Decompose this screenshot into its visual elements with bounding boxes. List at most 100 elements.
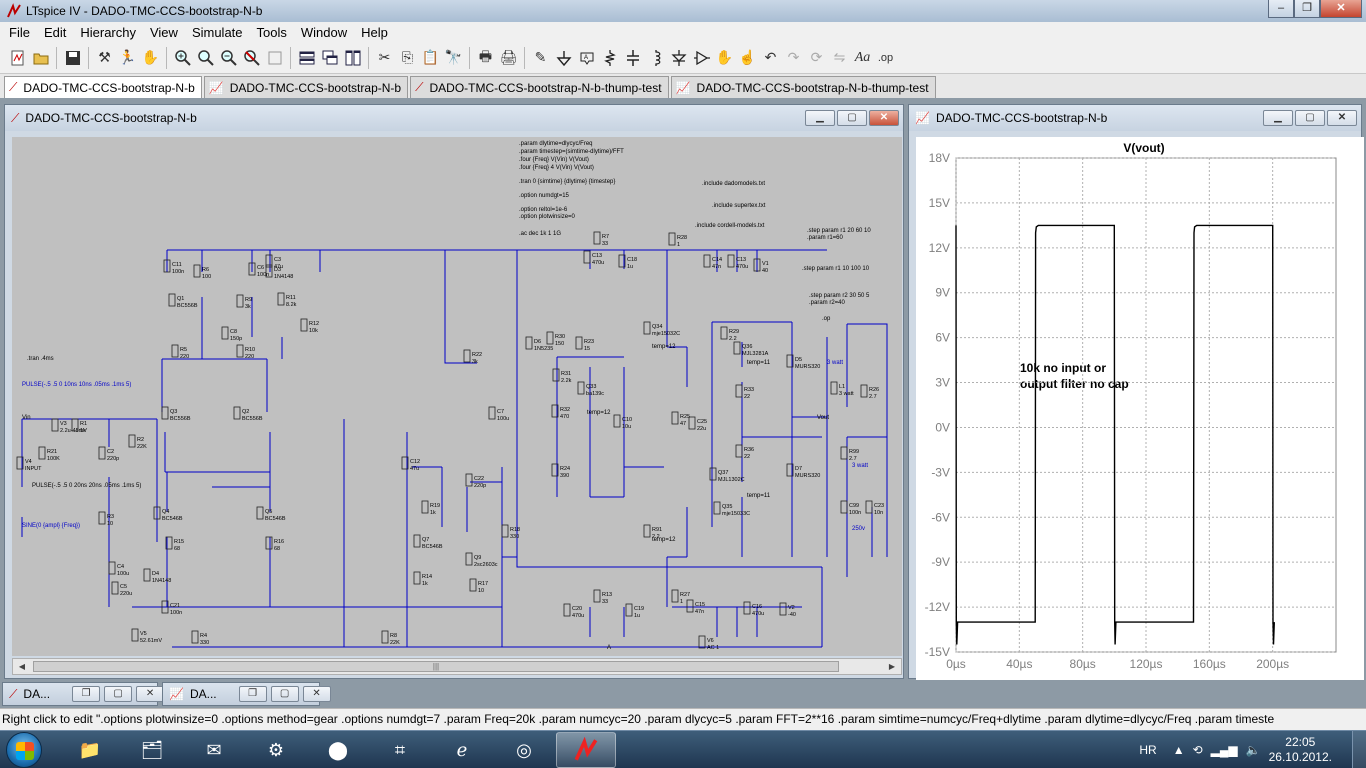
control-panel-icon[interactable]: ⚒ <box>98 49 111 65</box>
text-icon[interactable]: Aa <box>854 49 871 65</box>
close-button[interactable]: ✕ <box>302 686 331 702</box>
show-desktop-button[interactable] <box>1352 731 1366 768</box>
spice-directive[interactable]: .param dlytime=dlycyc/Freq <box>519 141 593 147</box>
tab-schematic-thump[interactable]: ⟋DADO-TMC-CCS-bootstrap-N-b-thump-test <box>410 76 669 98</box>
source-sine[interactable]: SINE(0 {ampl} {Freq}) <box>22 523 80 529</box>
menu-hierarchy[interactable]: Hierarchy <box>80 24 136 40</box>
oscilloscope-icon[interactable]: ⌗ <box>394 739 406 760</box>
print-icon[interactable]: 🖨 <box>499 49 518 65</box>
source-pulse-1[interactable]: PULSE(-.5 .5 0 10ns 10ns .05ms .1ms 5) <box>22 382 131 388</box>
media-icon[interactable]: ◎ <box>516 739 532 760</box>
cascade-icon[interactable] <box>319 47 341 69</box>
spice-directive[interactable]: .include dadomodels.txt <box>702 181 765 187</box>
trace-v-vout[interactable] <box>955 224 1275 645</box>
menu-tools[interactable]: Tools <box>256 24 287 40</box>
new-schematic-icon[interactable] <box>7 47 29 69</box>
find-icon[interactable]: 🔭 <box>444 49 463 65</box>
spice-directive[interactable]: .param r2=40 <box>809 300 846 306</box>
maximize-button[interactable]: ▢ <box>837 110 867 126</box>
minimize-button[interactable]: ▁ <box>1263 110 1293 126</box>
spice-directive[interactable]: .param timestep=(simtime-dlytime)/FFT <box>519 149 624 155</box>
waveform-window-titlebar[interactable]: 📈 DADO-TMC-CCS-bootstrap-N-b ▁ ▢ ✕ <box>909 105 1361 131</box>
spice-directive[interactable]: .include supertex.txt <box>712 203 766 209</box>
schematic-hscrollbar[interactable]: ◀ ||| ▶ <box>12 658 902 675</box>
maximize-button[interactable]: ❐ <box>1294 0 1320 18</box>
spice-directive[interactable]: .step param r2 30 50 5 <box>809 293 870 299</box>
clock[interactable]: 22:05 26.10.2012. <box>1269 735 1332 765</box>
scroll-thumb[interactable]: ||| <box>33 661 839 672</box>
folder-icon[interactable]: 🗂 <box>140 739 164 760</box>
redo-icon[interactable]: ↷ <box>787 49 800 65</box>
minimized-schematic[interactable]: ⟋ DA... ❐▢✕ <box>2 682 165 706</box>
mail-icon[interactable]: ✉ <box>206 739 222 760</box>
ie-icon[interactable]: ℯ <box>456 739 468 760</box>
minimize-button[interactable]: ▁ <box>805 110 835 126</box>
autorange-icon[interactable] <box>264 47 286 69</box>
start-button[interactable] <box>6 732 42 768</box>
capacitor-icon[interactable] <box>622 47 644 69</box>
inductor-icon[interactable] <box>645 47 667 69</box>
rotate-icon[interactable]: ⟳ <box>810 49 823 65</box>
halt-icon[interactable]: ✋ <box>141 49 160 65</box>
spice-directive[interactable]: .option plotwinsize=0 <box>519 214 576 220</box>
schematic-window-titlebar[interactable]: ⟋ DADO-TMC-CCS-bootstrap-N-b ▁ ▢ ✕ <box>5 105 903 131</box>
tab-waveform-main[interactable]: 📈DADO-TMC-CCS-bootstrap-N-b <box>203 76 409 98</box>
component-l1[interactable]: L13 watt <box>830 381 854 397</box>
tile-horizontal-icon[interactable] <box>296 47 318 69</box>
spice-directive-icon[interactable]: .op <box>877 51 894 64</box>
close-button[interactable]: ✕ <box>869 110 899 126</box>
open-icon[interactable] <box>30 47 52 69</box>
close-button[interactable]: ✕ <box>136 686 165 702</box>
volume-icon[interactable]: 🔈 <box>1245 743 1261 757</box>
menu-help[interactable]: Help <box>361 24 388 40</box>
restore-button[interactable]: ❐ <box>72 686 101 702</box>
spice-directive[interactable]: .option numdgt=15 <box>519 193 570 199</box>
run-icon[interactable]: 🏃 <box>118 49 137 65</box>
maximize-button[interactable]: ▢ <box>104 686 133 702</box>
move-icon[interactable]: ✋ <box>715 49 734 65</box>
waveform-chart[interactable]: V(vout) 10k no input or output filter no… <box>916 137 1364 682</box>
close-button[interactable]: ✕ <box>1327 110 1357 126</box>
